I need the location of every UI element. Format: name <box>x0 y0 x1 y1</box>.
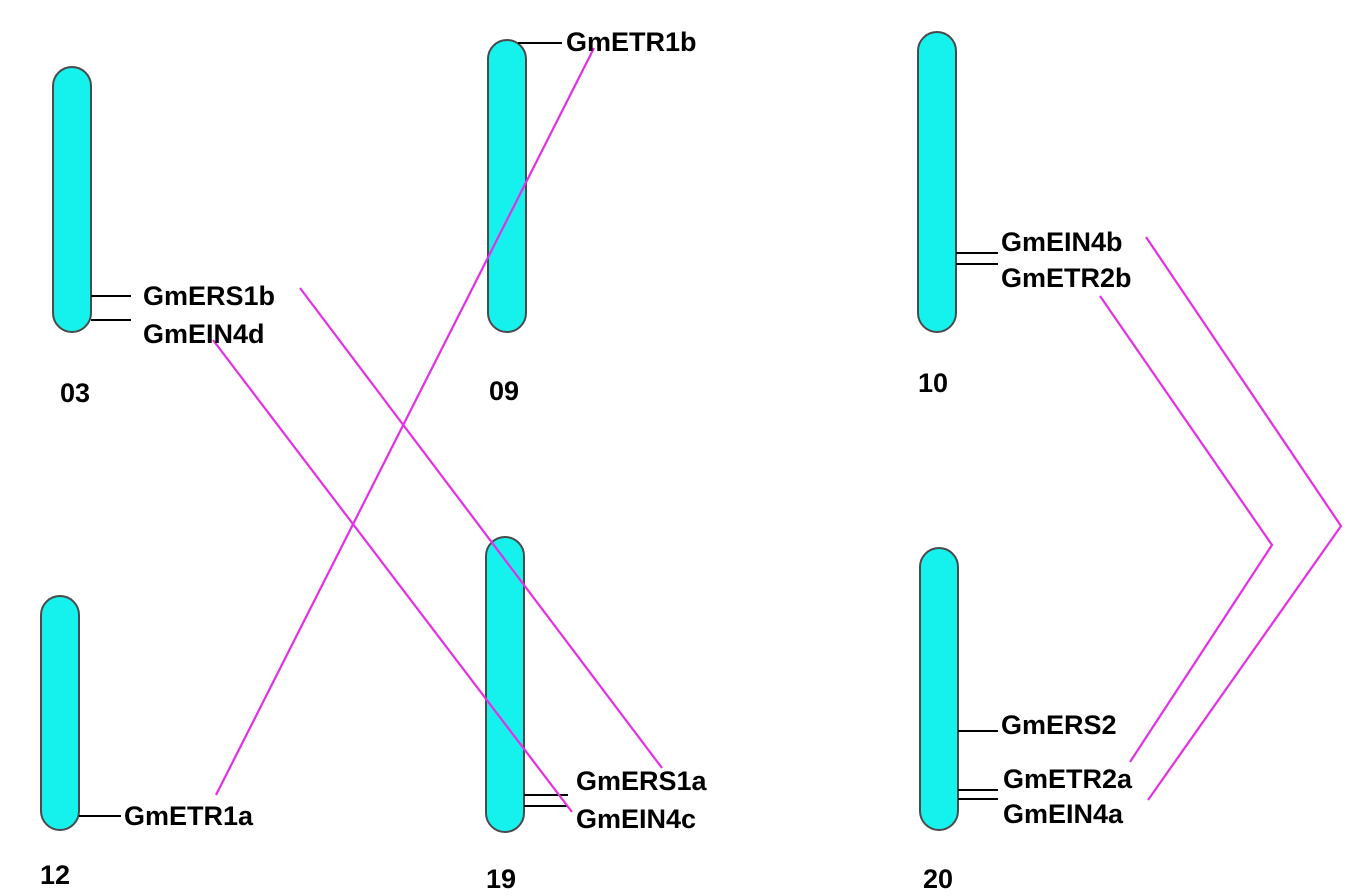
gene-label-GmETR1b: GmETR1b <box>566 27 697 57</box>
chromosomes <box>40 31 959 833</box>
gene-label-GmERS1a: GmERS1a <box>576 766 708 796</box>
link-GmERS1b-GmERS1a[interactable] <box>299 287 663 769</box>
gene-labels: GmERS1b GmEIN4d GmETR1b GmEIN4b GmETR2b … <box>124 27 1133 834</box>
chromosome-03[interactable] <box>52 66 92 333</box>
gene-label-GmETR2b: GmETR2b <box>1001 263 1132 293</box>
link-GmEIN4b-GmEIN4a[interactable] <box>1145 236 1343 801</box>
link-GmETR2b-GmETR2a[interactable] <box>1099 295 1274 763</box>
chromosome-label-10: 10 <box>918 368 948 398</box>
chromosome-label-19: 19 <box>486 864 516 894</box>
chromosome-10[interactable] <box>917 31 957 333</box>
duplication-links <box>212 47 1343 813</box>
gene-label-GmEIN4a: GmEIN4a <box>1003 799 1124 829</box>
gene-label-GmEIN4b: GmEIN4b <box>1001 227 1123 257</box>
gene-label-GmEIN4d: GmEIN4d <box>143 319 265 349</box>
chromosome-label-09: 09 <box>489 376 519 406</box>
chromosome-19[interactable] <box>485 536 525 833</box>
gene-label-GmEIN4c: GmEIN4c <box>576 804 696 834</box>
chromosome-label-03: 03 <box>60 378 90 408</box>
chromosome-20[interactable] <box>919 547 959 831</box>
gene-label-GmERS2: GmERS2 <box>1001 710 1117 740</box>
gene-ticks <box>79 42 998 817</box>
link-GmEIN4d-GmEIN4c[interactable] <box>212 339 573 813</box>
gene-label-GmETR2a: GmETR2a <box>1003 764 1133 794</box>
gene-label-GmERS1b: GmERS1b <box>143 281 275 311</box>
chromosome-09[interactable] <box>487 39 527 333</box>
link-GmETR1b-GmETR1a[interactable] <box>215 47 595 796</box>
chromosome-label-12: 12 <box>40 860 70 890</box>
chromosome-12[interactable] <box>40 595 80 831</box>
chromosome-labels: 03 09 10 12 19 20 <box>40 368 953 894</box>
gene-label-GmETR1a: GmETR1a <box>124 801 254 831</box>
chromosome-label-20: 20 <box>923 864 953 894</box>
